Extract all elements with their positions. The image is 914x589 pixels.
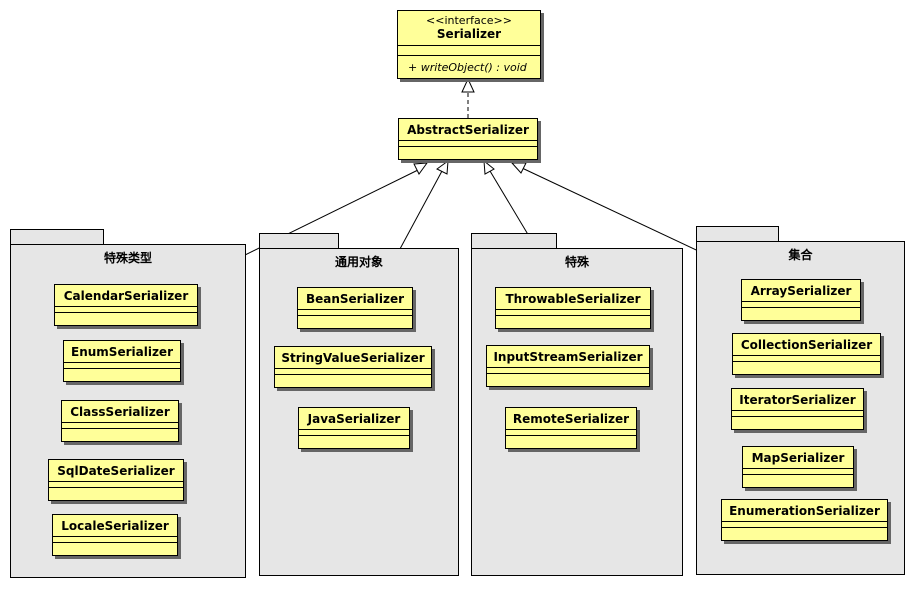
generalization-arrowhead-bean <box>436 159 449 175</box>
class-box[interactable]: IteratorSerializer <box>731 388 864 430</box>
class-box[interactable]: ClassSerializer <box>61 400 179 442</box>
interface-attributes-section <box>398 46 540 56</box>
class-box[interactable]: CalendarSerializer <box>54 284 198 326</box>
generalization-arrowhead-array <box>510 162 527 174</box>
package-tab <box>696 226 779 242</box>
class-name: JavaSerializer <box>299 408 409 430</box>
interface-operation: + writeObject() : void <box>408 61 527 74</box>
class-box[interactable]: JavaSerializer <box>298 407 410 449</box>
interface-stereotype: <<interface>> <box>426 14 512 27</box>
class-box[interactable]: CollectionSerializer <box>732 333 881 375</box>
class-box[interactable]: EnumerationSerializer <box>721 499 888 541</box>
class-box[interactable]: StringValueSerializer <box>274 346 432 388</box>
class-box[interactable]: MapSerializer <box>742 446 854 488</box>
package-tab <box>10 229 104 245</box>
interface-name: Serializer <box>398 27 540 46</box>
generalization-arrowhead-throwable <box>483 159 495 175</box>
class-name: InputStreamSerializer <box>487 346 649 368</box>
abstract-serializer-class[interactable]: AbstractSerializer <box>398 118 538 160</box>
class-name: RemoteSerializer <box>506 408 636 430</box>
class-name: CollectionSerializer <box>733 334 880 356</box>
class-operations-section <box>399 147 537 152</box>
class-name: MapSerializer <box>743 447 853 469</box>
class-box[interactable]: BeanSerializer <box>297 287 413 329</box>
package-tab <box>259 233 339 249</box>
class-attributes-section <box>399 141 537 147</box>
class-name: BeanSerializer <box>298 288 412 310</box>
class-name: EnumSerializer <box>64 341 180 363</box>
class-name: SqlDateSerializer <box>49 460 183 482</box>
class-name: ArraySerializer <box>742 280 860 302</box>
package-tab <box>471 233 557 249</box>
class-box[interactable]: ArraySerializer <box>741 279 861 321</box>
class-name: EnumerationSerializer <box>722 500 887 522</box>
class-box[interactable]: RemoteSerializer <box>505 407 637 449</box>
generalization-arrowhead-calendar <box>413 162 429 175</box>
class-name: ThrowableSerializer <box>496 288 650 310</box>
class-box[interactable]: InputStreamSerializer <box>486 345 650 387</box>
class-name: AbstractSerializer <box>399 119 537 141</box>
class-name: CalendarSerializer <box>55 285 197 307</box>
class-name: LocaleSerializer <box>53 515 177 537</box>
class-box[interactable]: LocaleSerializer <box>52 514 178 556</box>
realization-arrowhead <box>461 77 475 93</box>
serializer-interface[interactable]: <<interface>> Serializer + writeObject()… <box>397 10 541 79</box>
class-name: IteratorSerializer <box>732 389 863 411</box>
class-box[interactable]: SqlDateSerializer <box>48 459 184 501</box>
package-name: 集合 <box>788 248 813 262</box>
package-name: 特殊类型 <box>103 251 152 265</box>
class-box[interactable]: EnumSerializer <box>63 340 181 382</box>
class-box[interactable]: ThrowableSerializer <box>495 287 651 329</box>
package-name: 通用对象 <box>334 255 383 269</box>
package-name: 特殊 <box>564 255 589 269</box>
class-name: StringValueSerializer <box>275 347 431 369</box>
class-name: ClassSerializer <box>62 401 178 423</box>
